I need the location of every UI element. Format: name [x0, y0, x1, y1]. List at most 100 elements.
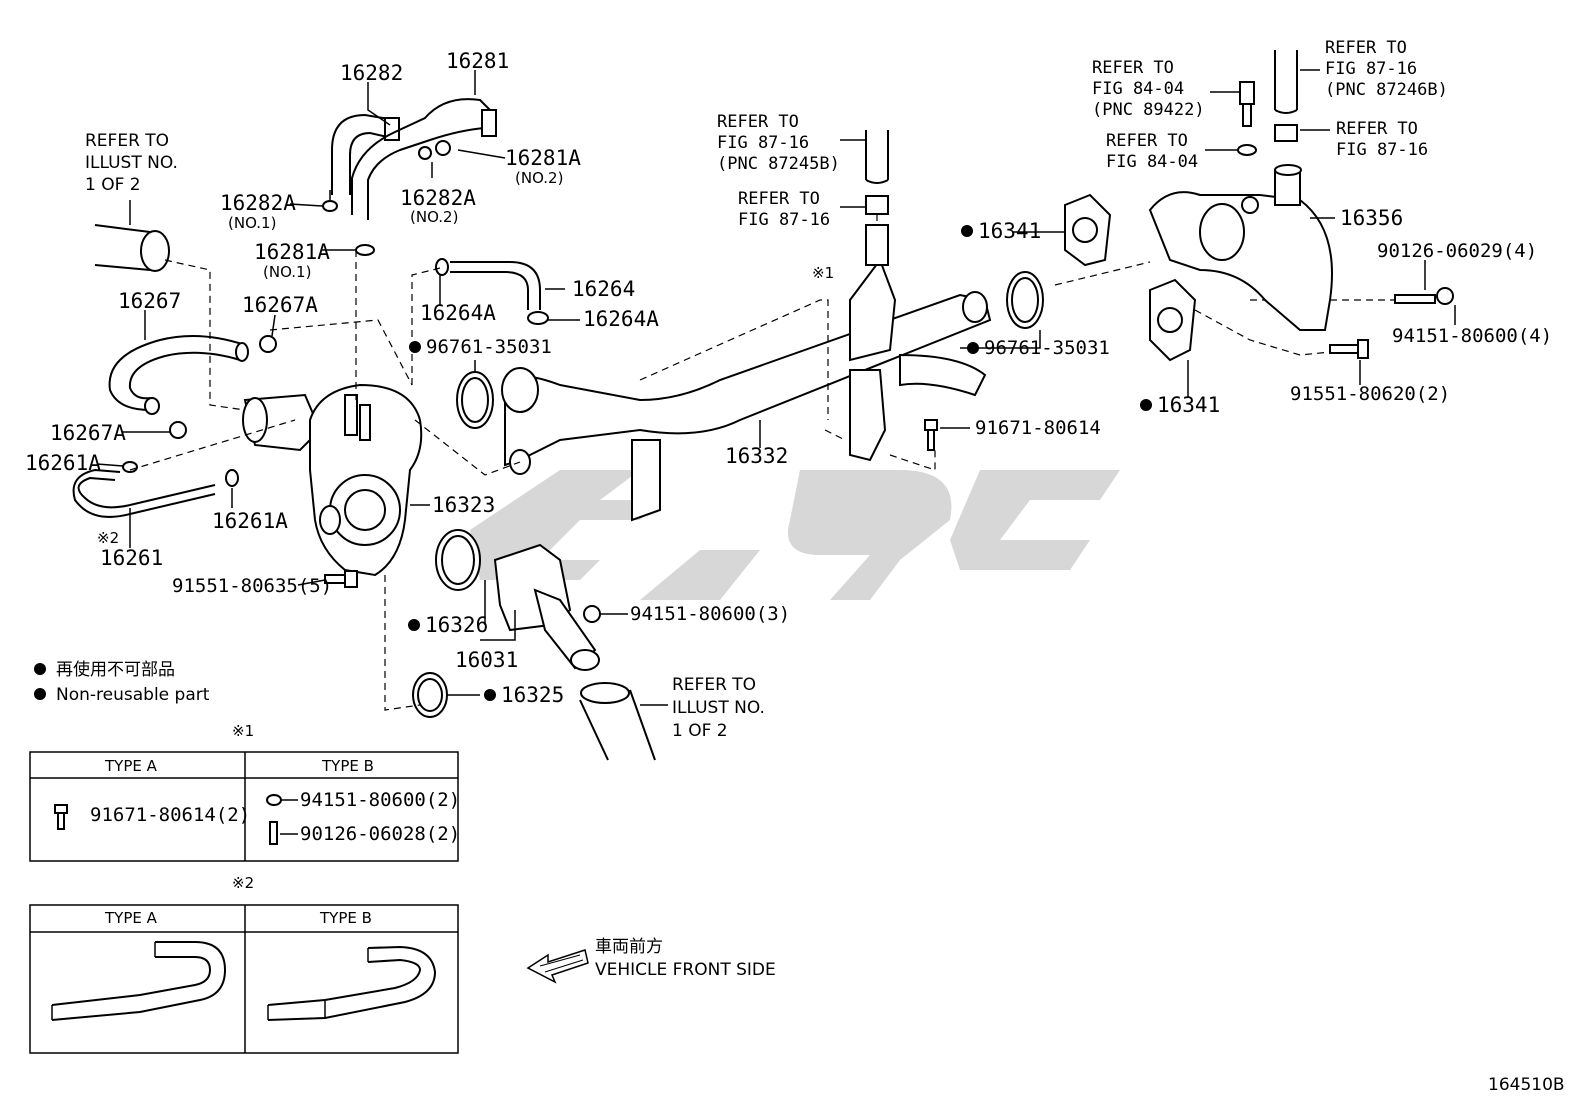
legend: 再使用不可部品 Non-reusable part	[34, 659, 210, 705]
ref-illust-top-1: REFER TO	[85, 131, 169, 151]
legend-dot-jp	[34, 663, 46, 675]
ref-87245b-3: (PNC 87245B)	[717, 154, 840, 174]
thermostat-16031	[493, 543, 600, 671]
ref-87-16-mid-2: FIG 87-16	[738, 210, 830, 230]
front-note-en: VEHICLE FRONT SIDE	[595, 960, 776, 980]
label-16264A-top: 16264A	[420, 301, 496, 325]
table1-type-a-part: 91671-80614(2)	[90, 804, 250, 826]
figure-number: 164510B	[1488, 1075, 1565, 1095]
hose-refer-87245B	[865, 130, 889, 215]
label-16325: 16325	[501, 683, 564, 707]
leader-lines	[96, 69, 1456, 706]
label-16326: 16326	[425, 613, 488, 637]
label-91551-80620: 91551-80620(2)	[1290, 383, 1450, 405]
ref-illust-bottom-3: 1 OF 2	[672, 721, 728, 741]
table2-header-b: TYPE B	[319, 909, 372, 927]
ref-illust-bottom-1: REFER TO	[672, 675, 756, 695]
gasket-96761-right	[1006, 271, 1044, 329]
label-16282A-no2: 16282A	[400, 186, 476, 210]
label-16267A-left: 16267A	[50, 421, 126, 445]
label-16323: 16323	[432, 493, 495, 517]
bolt-icon	[54, 804, 68, 830]
gasket-96761-left	[456, 371, 494, 429]
label-96761-right: 96761-35031	[984, 337, 1110, 359]
vehicle-front-arrow: 車両前方 VEHICLE FRONT SIDE	[526, 937, 776, 984]
label-90126-06029: 90126-06029(4)	[1377, 240, 1537, 262]
label-16264: 16264	[572, 277, 635, 301]
non-reusable-marker	[409, 341, 421, 353]
hose-16264	[435, 258, 549, 325]
gasket-16341-top	[1064, 193, 1112, 267]
table1-type-b-part-2: 90126-06028(2)	[300, 823, 460, 845]
non-reusable-marker	[484, 689, 496, 701]
table1-mark: ※1	[232, 722, 254, 740]
label-16281: 16281	[446, 49, 509, 73]
label-91671-80614: 91671-80614	[975, 417, 1101, 439]
label-96761-left: 96761-35031	[426, 336, 552, 358]
table1-header-b: TYPE B	[321, 757, 374, 775]
hose-type-b-icon	[267, 945, 437, 1021]
ref-87-16-right-2: FIG 87-16	[1336, 140, 1428, 160]
ref-87246b-1: REFER TO	[1325, 38, 1407, 58]
refer-notes: REFER TO ILLUST NO. 1 OF 2 REFER TO FIG …	[85, 38, 1448, 741]
hose-16281	[351, 98, 497, 220]
label-no1-b: (NO.1)	[263, 263, 311, 281]
table2-header-a: TYPE A	[104, 909, 158, 927]
housing-16356	[1148, 164, 1333, 331]
front-note-jp: 車両前方	[595, 937, 663, 957]
bolt-91551-80620	[1329, 339, 1369, 359]
bolt-91551-80635	[324, 570, 358, 588]
label-16264A-right: 16264A	[583, 307, 659, 331]
stud-90126-06029	[1394, 294, 1436, 304]
table2-mark: ※2	[232, 874, 254, 892]
hose-16267	[108, 335, 249, 415]
clamp-16267A-left	[169, 421, 187, 439]
label-91551-80635: 91551-80635(5)	[172, 575, 332, 597]
nut-94151-80600-4	[1436, 287, 1454, 305]
table1-header-a: TYPE A	[104, 757, 158, 775]
stud-icon	[269, 821, 278, 845]
ref-illust-top-3: 1 OF 2	[85, 175, 141, 195]
non-reusable-marker	[961, 225, 973, 237]
hose-16261	[72, 461, 239, 518]
ref-illust-top-2: ILLUST NO.	[85, 153, 178, 173]
label-no2-b: (NO.2)	[410, 208, 458, 226]
label-16267A-top: 16267A	[242, 293, 318, 317]
clamp-16281A-no1	[355, 244, 375, 256]
gasket-16341-bottom	[1149, 278, 1197, 362]
table-type-1: ※1 TYPE A TYPE B 91671-80614(2) 94151-80…	[29, 722, 460, 862]
non-reusable-marker	[1140, 399, 1152, 411]
watermark-logo	[470, 470, 1120, 600]
pipe-16332	[501, 224, 992, 522]
label-16261A-right: 16261A	[212, 509, 288, 533]
clamp-16267A-top	[259, 335, 277, 353]
non-reusable-marker	[967, 342, 979, 354]
label-16282A-no1: 16282A	[220, 191, 296, 215]
label-no1-a: (NO.1)	[228, 214, 276, 232]
legend-dot-en	[34, 688, 46, 700]
ref-87245b-2: FIG 87-16	[717, 133, 809, 153]
label-16261A-left: 16261A	[25, 451, 101, 475]
non-reusable-marker	[408, 619, 420, 631]
label-16341-bottom: 16341	[1157, 393, 1220, 417]
label-16282: 16282	[340, 61, 403, 85]
table1-type-b-part-1: 94151-80600(2)	[300, 789, 460, 811]
label-16281A-no1: 16281A	[254, 240, 330, 264]
legend-en: Non-reusable part	[56, 685, 210, 705]
ref-89422-3: (PNC 89422)	[1092, 100, 1205, 120]
label-94151-80600-3: 94151-80600(3)	[630, 603, 790, 625]
washer-84-04	[1237, 144, 1257, 156]
label-no2-a: (NO.2)	[515, 169, 563, 187]
gasket-16326	[435, 529, 481, 591]
clamp-16281A-no2	[418, 140, 451, 160]
label-16267: 16267	[118, 289, 181, 313]
nut-icon	[266, 794, 282, 806]
ref-87246b-2: FIG 87-16	[1325, 59, 1417, 79]
label-16356: 16356	[1340, 206, 1403, 230]
pipe-refer-illust-bottom	[579, 682, 656, 761]
nut-94151-80600-3	[583, 605, 601, 623]
ref-84-04-2: FIG 84-04	[1106, 152, 1198, 172]
ref-87245b-1: REFER TO	[717, 112, 799, 132]
legend-jp: 再使用不可部品	[56, 659, 175, 680]
